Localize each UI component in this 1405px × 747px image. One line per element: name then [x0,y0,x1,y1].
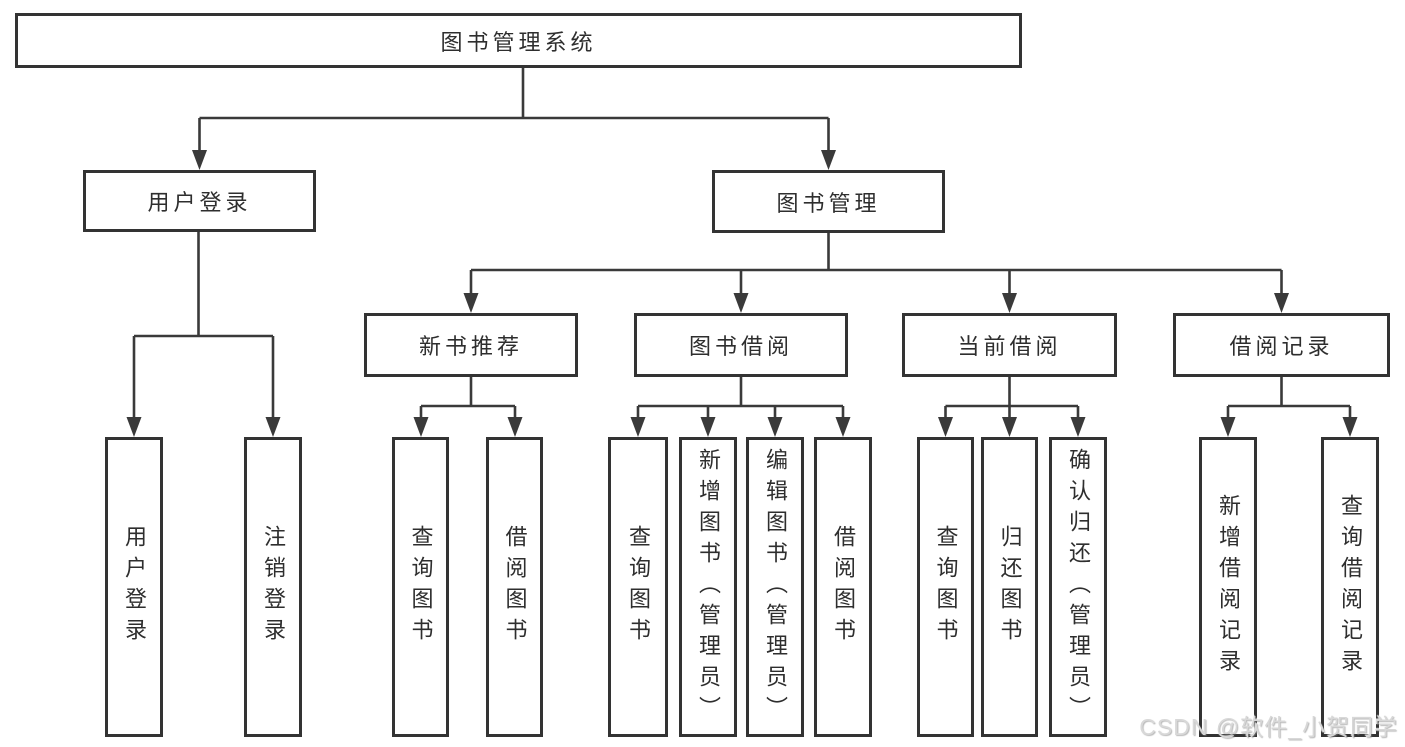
arrowhead-icon [1274,293,1289,313]
connector-line [469,233,1283,295]
connector-user-login-children [126,232,281,437]
connector-line [944,377,1080,419]
node-root: 图书管理系统 [15,13,1022,68]
connector-line [419,377,517,419]
node-borrow-records: 借阅记录 [1173,313,1390,377]
leaf-query-books-borrow: 查询图书 [608,437,668,737]
leaf-add-borrow-record: 新增借阅记录 [1199,437,1257,737]
connector-line [636,377,845,419]
arrowhead-icon [413,417,429,437]
leaf-return-book: 归还图书 [981,437,1038,737]
arrowhead-icon [192,150,207,170]
connector-new-book-recommend-children [413,377,523,437]
arrowhead-icon [733,293,749,313]
leaf-confirm-return-admin: 确认归还（管理员） [1049,437,1107,737]
arrowhead-icon [630,417,646,437]
leaf-user-login: 用户登录 [105,437,163,737]
connector-book-management-children [463,233,1289,313]
arrowhead-icon [463,293,479,313]
arrowhead-icon [265,417,281,437]
connector-borrow-records-children [1220,377,1358,437]
arrowhead-icon [1070,417,1086,437]
leaf-query-books-current: 查询图书 [917,437,974,737]
arrowhead-icon [1002,417,1017,437]
node-user-login: 用户登录 [83,170,316,232]
csdn-watermark: CSDN @软件_小贺同学 [1139,714,1398,740]
node-book-borrow: 图书借阅 [634,313,848,377]
arrowhead-icon [835,417,851,437]
arrowhead-icon [767,417,783,437]
arrowhead-icon [700,417,716,437]
arrowhead-icon [821,150,836,170]
leaf-edit-book-admin: 编辑图书（管理员） [746,437,804,737]
connector-line [1226,377,1352,419]
arrowhead-icon [1002,293,1017,313]
arrowhead-icon [507,417,523,437]
leaf-logout: 注销登录 [244,437,302,737]
leaf-borrow-books-recommend: 借阅图书 [486,437,543,737]
connector-current-borrow-children [938,377,1086,437]
leaf-query-borrow-record: 查询借阅记录 [1321,437,1379,737]
arrowhead-icon [1220,417,1236,437]
connector-root-to-level2 [192,68,836,170]
leaf-borrow-books: 借阅图书 [814,437,872,737]
arrowhead-icon [1342,417,1358,437]
connector-line [198,68,830,152]
node-current-borrow: 当前借阅 [902,313,1117,377]
connector-book-borrow-children [630,377,851,437]
leaf-add-book-admin: 新增图书（管理员） [679,437,737,737]
arrowhead-icon [938,417,953,437]
node-book-management: 图书管理 [712,170,945,233]
connector-line [132,232,275,419]
node-new-book-recommend: 新书推荐 [364,313,578,377]
arrowhead-icon [126,417,142,437]
leaf-query-books-recommend: 查询图书 [392,437,449,737]
